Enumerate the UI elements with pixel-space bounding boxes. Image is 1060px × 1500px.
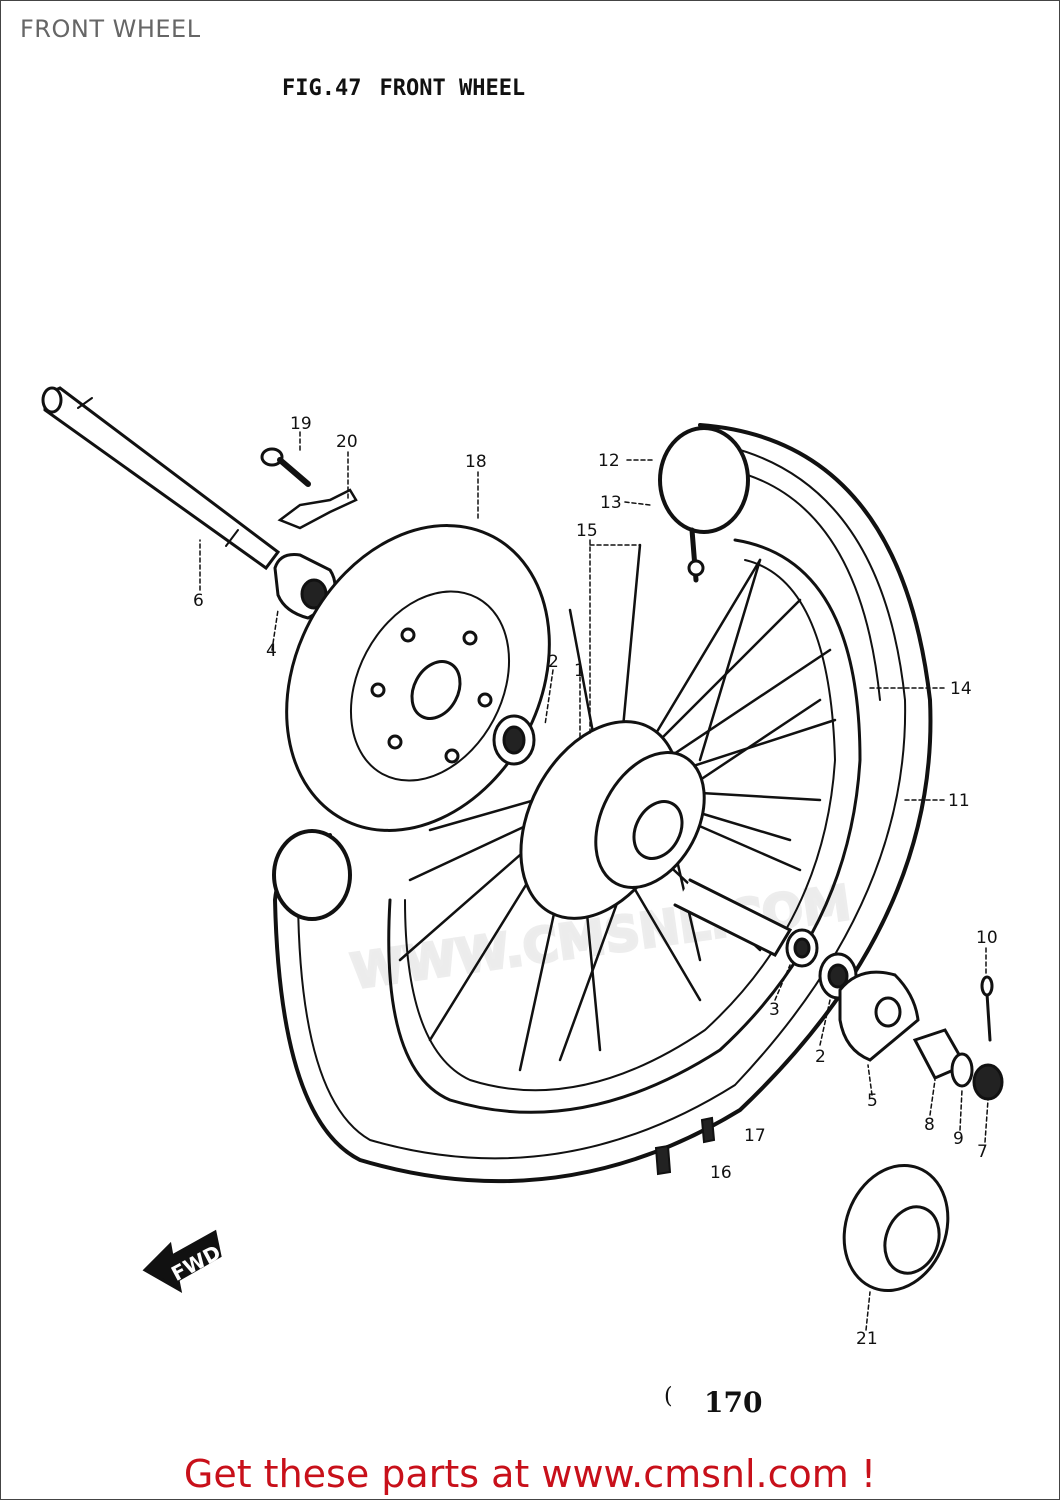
callout-1: 1 [574, 661, 585, 681]
spokes [398, 543, 837, 1072]
page-number: 170 [704, 1386, 763, 1419]
tire [272, 423, 933, 1184]
page-title: FRONT WHEEL [20, 15, 201, 43]
figure-name: FRONT WHEEL [379, 76, 526, 101]
front-axle [41, 386, 281, 571]
figure-number: FIG.47 [282, 76, 362, 101]
balance-weight-17 [700, 1116, 716, 1144]
axle-washer [950, 1052, 974, 1088]
callout-3: 3 [769, 1000, 780, 1020]
callout-11: 11 [948, 791, 970, 811]
disc-bolt [260, 447, 311, 487]
callout-9: 9 [953, 1129, 964, 1149]
dust-seal-cover [842, 1163, 950, 1293]
tire-valve [687, 527, 705, 583]
hub-spacer [785, 928, 819, 968]
rim [387, 538, 862, 1114]
callout-13: 13 [600, 493, 622, 513]
leader-lines [199, 431, 989, 1331]
forward-direction-arrow: FWD [142, 1229, 225, 1293]
callout-14: 14 [950, 679, 972, 699]
callout-17: 17 [744, 1126, 766, 1146]
callout-2: 2 [548, 652, 559, 672]
rim-band [272, 426, 750, 921]
footer-promo-link[interactable]: Get these parts at www.cmsnl.com ! [183, 1452, 877, 1496]
speedometer-gearbox [838, 970, 920, 1062]
wheel-hub [519, 720, 793, 957]
callout-12: 12 [598, 451, 620, 471]
callout-2: 2 [815, 1047, 826, 1067]
callout-10: 10 [976, 928, 998, 948]
wheel-bearing-left [492, 714, 536, 766]
axle-nut [972, 1063, 1004, 1101]
callout-4: 4 [266, 641, 277, 661]
callout-16: 16 [710, 1163, 732, 1183]
figure-title: FIG.47 FRONT WHEEL [282, 76, 543, 101]
callout-7: 7 [977, 1142, 988, 1162]
lock-washer [277, 488, 358, 530]
callout-5: 5 [867, 1091, 878, 1111]
callout-15: 15 [576, 521, 598, 541]
callout-20: 20 [336, 432, 358, 452]
page-mark: ( [664, 1384, 673, 1409]
callout-21: 21 [856, 1329, 878, 1349]
callout-18: 18 [465, 452, 487, 472]
callout-labels: 1 2 2 3 4 5 6 7 8 9 10 11 12 13 14 15 16… [193, 414, 998, 1349]
callout-8: 8 [924, 1115, 935, 1135]
callout-19: 19 [290, 414, 312, 434]
callout-6: 6 [193, 591, 204, 611]
balance-weight-16 [654, 1144, 672, 1176]
cotter-pin [980, 975, 994, 1042]
brake-disc [285, 524, 551, 832]
